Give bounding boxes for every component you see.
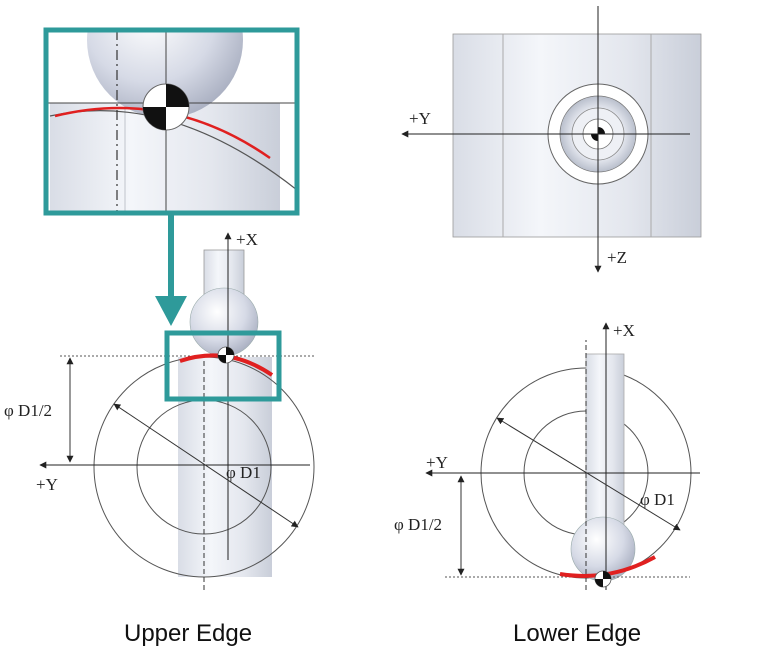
upper-y-label: +Y bbox=[36, 475, 58, 494]
zoom-probe-ball bbox=[87, 30, 243, 118]
upper-probe-ball bbox=[189, 287, 259, 357]
lower-x-label: +X bbox=[613, 321, 635, 340]
upper-highlight-box bbox=[164, 330, 282, 402]
upper-edge-caption: Upper Edge bbox=[124, 620, 253, 647]
lower-y-label: +Y bbox=[426, 453, 448, 472]
lower-radius-label: φ D1/2 bbox=[394, 515, 442, 534]
top-view: +Y +Z bbox=[401, 6, 702, 273]
zoom-connector-arrow bbox=[155, 213, 187, 326]
top-view-z-label: +Z bbox=[607, 248, 627, 267]
lower-diameter-label: φ D1 bbox=[640, 490, 675, 509]
upper-radius-label: φ D1/2 bbox=[4, 401, 52, 420]
upper-diameter-dim bbox=[113, 403, 299, 528]
lower-edge-view: +X +Y φ D1/2 φ D1 bbox=[394, 321, 700, 590]
zoom-inset bbox=[43, 27, 300, 216]
lower-edge-caption: Lower Edge bbox=[513, 620, 642, 647]
top-view-y-label: +Y bbox=[409, 109, 431, 128]
upper-diameter-label: φ D1 bbox=[226, 463, 261, 482]
upper-x-label: +X bbox=[236, 230, 258, 249]
lower-stylus bbox=[585, 353, 625, 540]
upper-edge-view: +X +Y φ D1/2 φ D1 bbox=[4, 230, 315, 590]
lower-diameter-dim bbox=[496, 417, 681, 531]
